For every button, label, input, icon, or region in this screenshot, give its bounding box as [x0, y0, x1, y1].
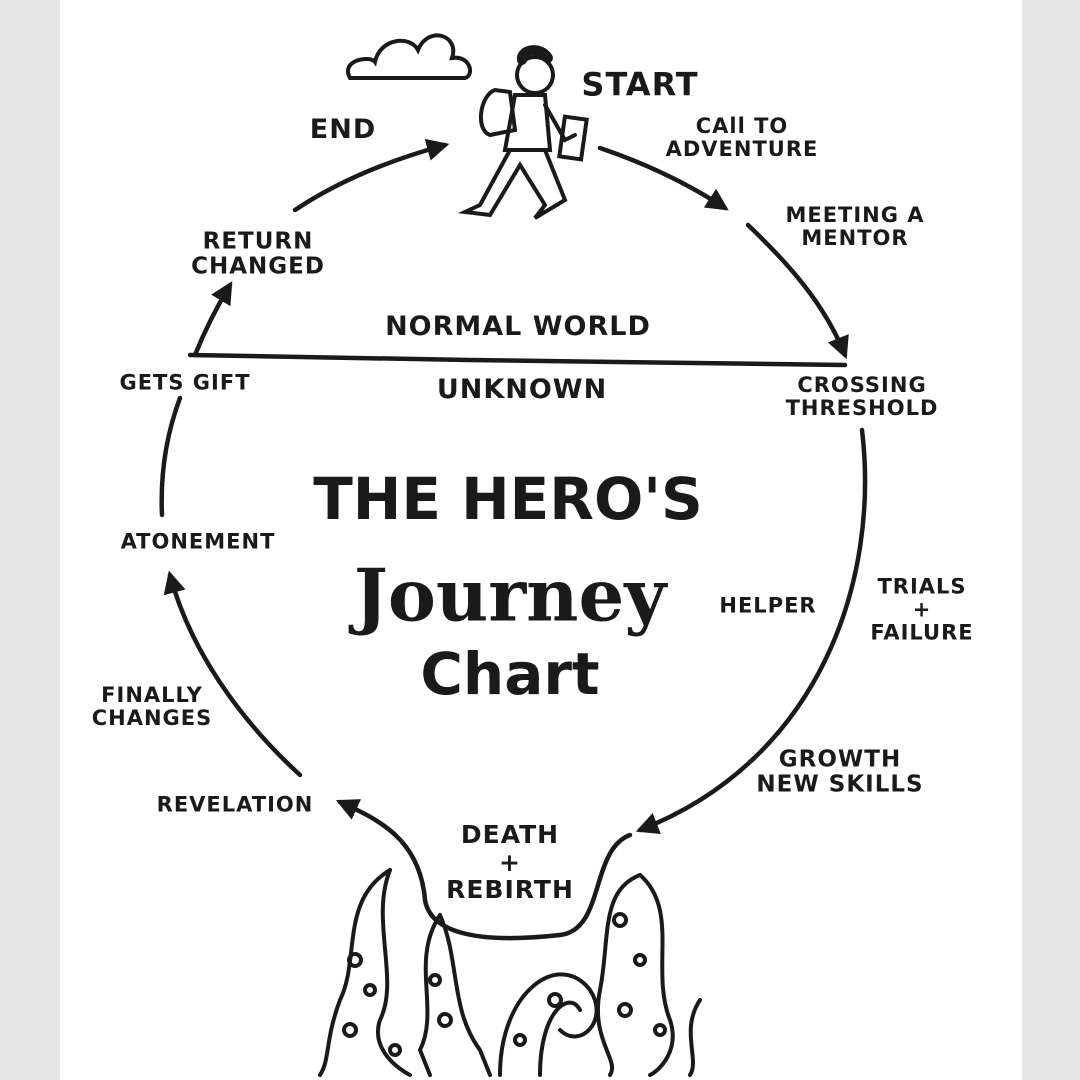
label-gets-gift: GETS GIFT: [119, 370, 251, 395]
label-line: CROSSING: [797, 372, 927, 397]
label-death-rebirth: DEATH+REBIRTH: [446, 821, 574, 904]
arrow-revelation-to-atonement: [163, 570, 303, 778]
label-revelation: REVELATION: [156, 792, 314, 817]
arrow-death-to-revelation: [335, 799, 633, 941]
label-line: MEETING A: [785, 202, 925, 227]
label-line: FAILURE: [870, 620, 974, 645]
hiker-figure-icon: [457, 45, 589, 220]
label-line: +: [912, 597, 932, 622]
label-line: +: [499, 847, 521, 877]
label-line: TRIALS: [877, 574, 967, 599]
label-line: REBIRTH: [446, 874, 574, 904]
world-divider-line: [187, 352, 848, 368]
label-line: CHANGES: [91, 706, 213, 730]
arrow-threshold-to-death: [635, 427, 868, 834]
label-line: ADVENTURE: [665, 137, 819, 161]
label-line: CHANGED: [191, 254, 325, 280]
label-line: NEW SKILLS: [756, 772, 924, 798]
arc-atonement-to-gift: [159, 395, 183, 518]
label-line: CAll TO: [695, 113, 789, 138]
label-end: END: [309, 114, 377, 146]
tentacles-illustration: [318, 868, 702, 1077]
title-line-2: Journey: [353, 552, 667, 638]
label-trials-failure: TRIALS+FAILURE: [870, 575, 973, 644]
arrow-return-to-end: [292, 138, 450, 213]
arrow-gift-to-return: [192, 281, 233, 358]
label-atonement: ATONEMENT: [120, 529, 276, 554]
label-line: THRESHOLD: [785, 396, 939, 420]
arrow-mentor-to-threshold: [745, 222, 849, 360]
label-helper: HELPER: [719, 593, 817, 618]
label-line: FINALLY: [101, 682, 203, 707]
cloud-icon: [346, 33, 473, 80]
arrow-call-to-mentor: [597, 145, 729, 211]
label-line: DEATH: [460, 819, 560, 849]
label-line: MENTOR: [801, 226, 909, 250]
title-line-3: Chart: [420, 640, 600, 709]
label-line: GROWTH: [778, 746, 902, 773]
label-start: START: [581, 65, 699, 104]
title-line-1: THE HERO'S: [313, 465, 703, 534]
label-unknown: UNKNOWN: [436, 374, 608, 406]
label-normal-world: NORMAL WORLD: [385, 311, 651, 343]
label-line: RETURN: [202, 228, 314, 255]
